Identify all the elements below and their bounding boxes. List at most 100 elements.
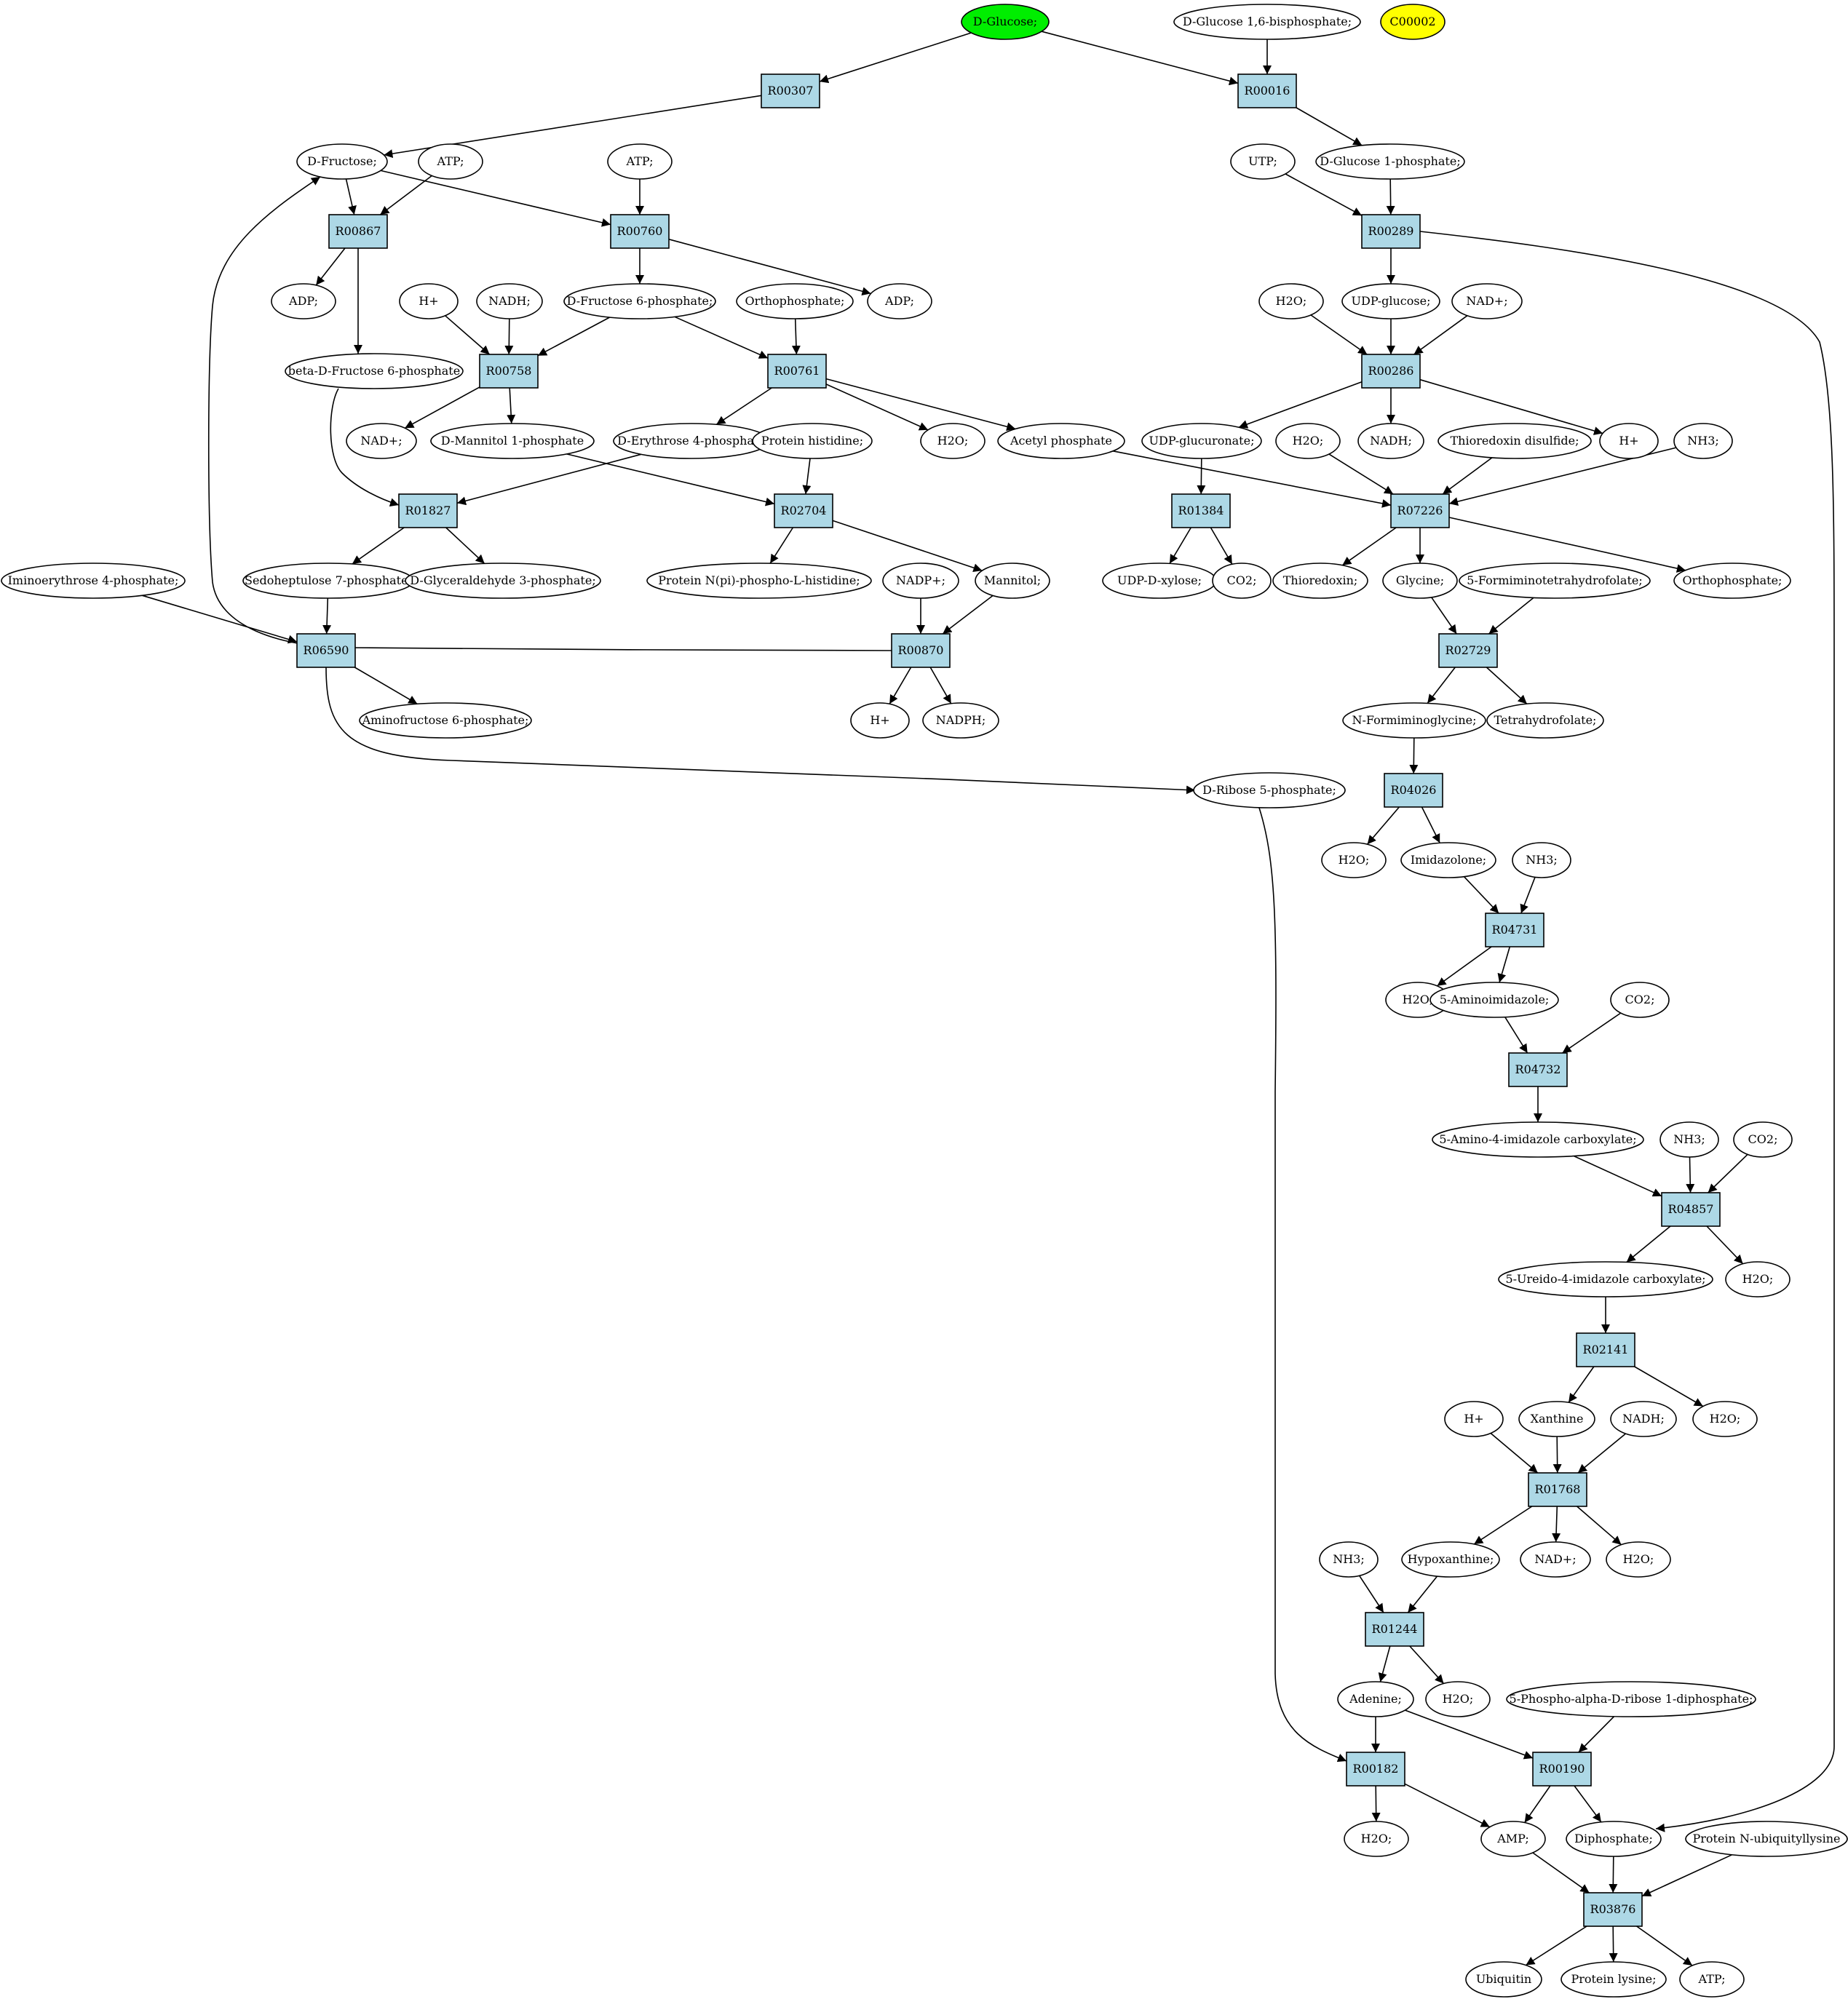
- compound-node-trxSS[interactable]: Thioredoxin disulfide;: [1437, 423, 1592, 459]
- compound-node-h2o_r4026[interactable]: H2O;: [1321, 842, 1387, 878]
- compound-node-hplus_r286[interactable]: H+: [1599, 423, 1659, 459]
- compound-node-nadpplus[interactable]: NADP+;: [882, 563, 959, 599]
- compound-node-co2_r4732[interactable]: CO2;: [1610, 982, 1670, 1018]
- compound-node-c00002[interactable]: C00002: [1380, 4, 1446, 40]
- reaction-node-r00758[interactable]: R00758: [479, 354, 539, 389]
- compound-node-atp1[interactable]: ATP;: [418, 143, 483, 180]
- compound-node-protNhis[interactable]: Protein N(pi)-phospho-L-histidine;: [646, 563, 872, 599]
- compound-node-udpxyl[interactable]: UDP-D-xylose;: [1102, 563, 1217, 599]
- compound-node-h2o_r7226[interactable]: H2O;: [1275, 423, 1341, 459]
- compound-node-iminoery[interactable]: Iminoerythrose 4-phosphate;: [1, 563, 186, 599]
- compound-node-nadh_r286[interactable]: NADH;: [1357, 423, 1424, 459]
- compound-node-nformgly[interactable]: N-Formiminoglycine;: [1342, 702, 1486, 739]
- reaction-node-r00307[interactable]: R00307: [761, 73, 820, 108]
- compound-node-sedo7p[interactable]: Sedoheptulose 7-phosphate;: [242, 563, 414, 599]
- reaction-node-r01827[interactable]: R01827: [398, 493, 458, 528]
- reaction-node-r02141[interactable]: R02141: [1576, 1332, 1635, 1367]
- compound-node-nh3_r7226[interactable]: NH3;: [1673, 423, 1733, 459]
- reaction-node-r00867[interactable]: R00867: [328, 214, 388, 249]
- compound-node-udpglc[interactable]: UDP-glucose;: [1341, 283, 1440, 319]
- compound-node-h2o_r4857[interactable]: H2O;: [1725, 1261, 1791, 1297]
- compound-node-amp[interactable]: AMP;: [1480, 1821, 1546, 1857]
- compound-node-prpp[interactable]: 5-Phospho-alpha-D-ribose 1-diphosphate;: [1506, 1681, 1756, 1717]
- compound-node-diphos[interactable]: Diphosphate;: [1566, 1821, 1662, 1857]
- compound-node-atp_r3876[interactable]: ATP;: [1679, 1961, 1745, 1998]
- compound-node-nadp_r1768[interactable]: NAD+;: [1520, 1541, 1591, 1578]
- compound-node-nh3_r4857[interactable]: NH3;: [1659, 1121, 1719, 1158]
- reaction-node-r00286[interactable]: R00286: [1361, 354, 1421, 389]
- reaction-node-r01768[interactable]: R01768: [1528, 1472, 1587, 1507]
- compound-node-atp2[interactable]: ATP;: [607, 143, 673, 180]
- compound-node-h2o_r761[interactable]: H2O;: [920, 423, 986, 459]
- compound-node-aminoimid[interactable]: 5-Aminoimidazole;: [1429, 982, 1559, 1018]
- reaction-node-r04857[interactable]: R04857: [1661, 1192, 1721, 1227]
- reaction-node-r00016[interactable]: R00016: [1237, 73, 1297, 108]
- compound-node-mannitol[interactable]: Mannitol;: [975, 563, 1050, 599]
- compound-node-thf[interactable]: Tetrahydrofolate;: [1486, 702, 1604, 739]
- compound-node-bfru6p[interactable]: beta-D-Fructose 6-phosphate: [285, 353, 464, 389]
- compound-node-nh3_r1244[interactable]: NH3;: [1319, 1541, 1379, 1578]
- compound-node-co2_r1384[interactable]: CO2;: [1212, 563, 1272, 599]
- compound-node-protUbLys[interactable]: Protein N-ubiquityllysine: [1685, 1821, 1848, 1857]
- compound-node-protHis[interactable]: Protein histidine;: [752, 423, 873, 459]
- compound-node-dglucose[interactable]: D-Glucose;: [961, 4, 1050, 40]
- compound-node-dery4p[interactable]: D-Erythrose 4-phosphate: [613, 423, 770, 459]
- compound-node-dfru6p[interactable]: D-Fructose 6-phosphate;: [563, 283, 716, 319]
- compound-node-orthop1[interactable]: Orthophosphate;: [736, 283, 854, 319]
- reaction-node-r07226[interactable]: R07226: [1390, 493, 1450, 528]
- reaction-node-r02729[interactable]: R02729: [1438, 633, 1498, 668]
- reaction-node-r01384[interactable]: R01384: [1171, 493, 1231, 528]
- compound-node-xanthine[interactable]: Xanthine: [1518, 1401, 1595, 1437]
- compound-node-imidazolone[interactable]: Imidazolone;: [1400, 842, 1496, 878]
- compound-node-nadph[interactable]: NADPH;: [922, 702, 999, 739]
- compound-node-nadp_r286[interactable]: NAD+;: [1451, 283, 1523, 319]
- compound-node-adp2[interactable]: ADP;: [867, 283, 932, 319]
- reaction-node-r00760[interactable]: R00760: [610, 214, 670, 249]
- compound-node-orthop2[interactable]: Orthophosphate;: [1673, 563, 1791, 599]
- compound-node-formthf[interactable]: 5-Formiminotetrahydrofolate;: [1459, 563, 1651, 599]
- reaction-node-r00761[interactable]: R00761: [767, 354, 827, 389]
- compound-node-udpglcA[interactable]: UDP-glucuronate;: [1141, 423, 1262, 459]
- compound-node-hypox[interactable]: Hypoxanthine;: [1401, 1541, 1500, 1578]
- compound-node-h2o_r4731[interactable]: H2O;: [1385, 982, 1451, 1018]
- compound-node-dman1p[interactable]: D-Mannitol 1-phosphate: [430, 423, 595, 459]
- compound-node-dgap[interactable]: D-Glyceraldehyde 3-phosphate;: [405, 563, 601, 599]
- compound-node-ubiquitin[interactable]: Ubiquitin: [1465, 1961, 1542, 1998]
- compound-node-drib5p[interactable]: D-Ribose 5-phosphate;: [1193, 772, 1346, 808]
- compound-node-hplus_r1768[interactable]: H+: [1444, 1401, 1504, 1437]
- compound-node-nadp1[interactable]: NAD+;: [346, 423, 417, 459]
- compound-node-dglc1p[interactable]: D-Glucose 1-phosphate;: [1315, 143, 1465, 180]
- compound-node-protLys[interactable]: Protein lysine;: [1561, 1961, 1667, 1998]
- compound-node-co2_r4857[interactable]: CO2;: [1733, 1121, 1793, 1158]
- compound-node-h2o_r1244[interactable]: H2O;: [1425, 1681, 1491, 1717]
- compound-node-utp[interactable]: UTP;: [1230, 143, 1296, 180]
- compound-node-trx[interactable]: Thioredoxin;: [1272, 563, 1368, 599]
- reaction-node-r00182[interactable]: R00182: [1346, 1752, 1405, 1787]
- compound-node-ureido[interactable]: 5-Ureido-4-imidazole carboxylate;: [1498, 1261, 1713, 1297]
- compound-node-dfructose[interactable]: D-Fructose;: [296, 143, 388, 180]
- reaction-node-r03876[interactable]: R03876: [1583, 1892, 1643, 1927]
- compound-node-h2o_r2141[interactable]: H2O;: [1692, 1401, 1758, 1437]
- compound-node-h2o_r286[interactable]: H2O;: [1258, 283, 1324, 319]
- compound-node-acetylp[interactable]: Acetyl phosphate: [997, 423, 1125, 459]
- reaction-node-r00870[interactable]: R00870: [891, 633, 951, 668]
- reaction-node-r06590[interactable]: R06590: [296, 633, 356, 668]
- compound-node-adenine[interactable]: Adenine;: [1337, 1681, 1414, 1717]
- reaction-node-r04026[interactable]: R04026: [1384, 773, 1443, 808]
- compound-node-nadh1[interactable]: NADH;: [476, 283, 543, 319]
- compound-node-nadh_r1768[interactable]: NADH;: [1610, 1401, 1677, 1437]
- reaction-node-r02704[interactable]: R02704: [774, 493, 833, 528]
- compound-node-hplus1[interactable]: H+: [399, 283, 459, 319]
- reaction-node-r00289[interactable]: R00289: [1361, 214, 1421, 249]
- reaction-node-r00190[interactable]: R00190: [1532, 1752, 1592, 1787]
- compound-node-glycine[interactable]: Glycine;: [1382, 563, 1458, 599]
- compound-node-h2o_r182[interactable]: H2O;: [1344, 1821, 1409, 1857]
- reaction-node-r01244[interactable]: R01244: [1365, 1612, 1424, 1647]
- reaction-node-r04731[interactable]: R04731: [1485, 913, 1544, 947]
- compound-node-aminofru6p[interactable]: Aminofructose 6-phosphate;: [359, 702, 532, 739]
- compound-node-hplus_r870[interactable]: H+: [850, 702, 910, 739]
- reaction-node-r04732[interactable]: R04732: [1508, 1052, 1568, 1087]
- compound-node-aicarbox[interactable]: 5-Amino-4-imidazole carboxylate;: [1432, 1121, 1644, 1158]
- compound-node-nh3_r4731[interactable]: NH3;: [1512, 842, 1571, 878]
- compound-node-h2o_r1768[interactable]: H2O;: [1606, 1541, 1671, 1578]
